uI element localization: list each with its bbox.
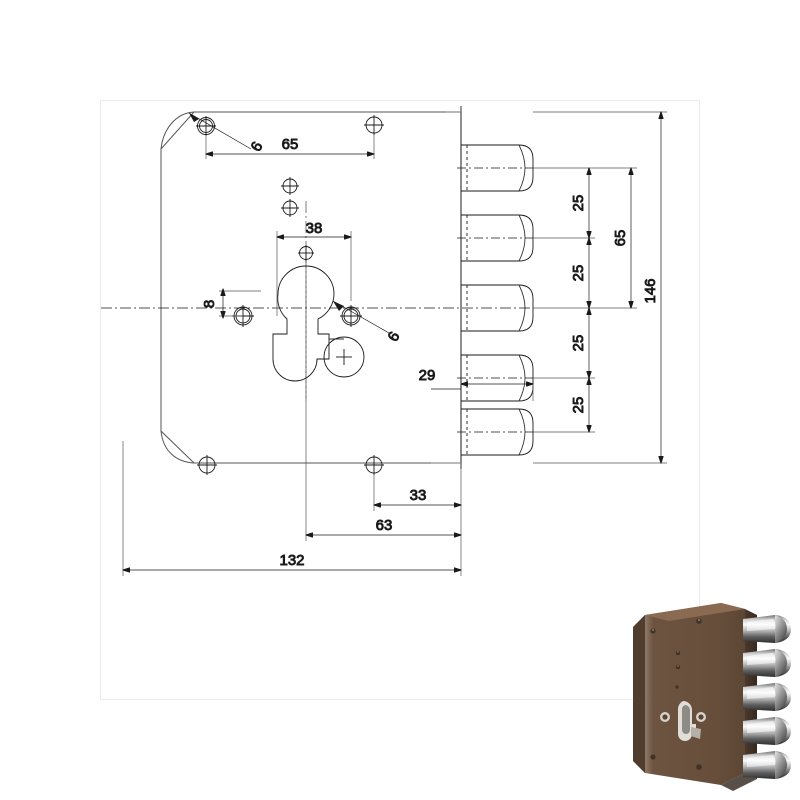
dim-label-8: 8 bbox=[201, 300, 218, 308]
photo-bolt-4 bbox=[743, 717, 791, 745]
bolt-2 bbox=[457, 214, 534, 262]
callout-label-dia6-top: 6 bbox=[248, 139, 267, 155]
photo-keyhole bbox=[660, 701, 706, 741]
photo-bolt-2 bbox=[743, 649, 791, 677]
photo-bolt-3 bbox=[743, 683, 791, 711]
photo-bolt-1 bbox=[743, 615, 791, 643]
hole-top-left bbox=[196, 116, 216, 136]
photo-bolt-5 bbox=[743, 751, 791, 779]
hole-group bbox=[196, 115, 384, 475]
technical-drawing-svg: 65 38 8 29 33 63 132 25 25 25 25 65 146 … bbox=[101, 106, 667, 576]
lock-body-outline bbox=[160, 111, 462, 464]
dim-label-146: 146 bbox=[642, 278, 659, 303]
dim-label-33: 33 bbox=[410, 487, 427, 504]
cam-boss bbox=[323, 336, 365, 378]
hole-upper-mid-1 bbox=[281, 177, 299, 195]
photo-bolt-group bbox=[743, 615, 791, 779]
product-photo-inset bbox=[625, 595, 797, 791]
faceplate-edge bbox=[431, 106, 462, 469]
dim-label-132: 132 bbox=[279, 552, 304, 569]
dim-label-25-a: 25 bbox=[570, 195, 587, 212]
dim-label-29: 29 bbox=[419, 367, 436, 384]
dim-label-25-c: 25 bbox=[570, 335, 587, 352]
hole-bottom-right bbox=[364, 455, 384, 475]
dim-label-25-d: 25 bbox=[570, 397, 587, 414]
hole-cyl-right bbox=[340, 305, 362, 327]
lock-body-photo bbox=[633, 603, 757, 791]
hole-center-above bbox=[298, 245, 314, 261]
bolt-5 bbox=[457, 408, 534, 456]
hole-bottom-left bbox=[197, 455, 217, 475]
hole-top-right bbox=[364, 115, 384, 135]
hole-upper-mid-2 bbox=[281, 199, 299, 217]
dim-label-38: 38 bbox=[306, 220, 323, 237]
dim-label-65-top: 65 bbox=[282, 136, 299, 153]
bolt-group bbox=[101, 144, 534, 456]
product-photo-svg bbox=[633, 603, 791, 791]
bolt-3 bbox=[101, 284, 534, 332]
dimension-labels: 65 38 8 29 33 63 132 25 25 25 25 65 146 … bbox=[201, 136, 660, 570]
bolt-4 bbox=[457, 354, 534, 402]
dimension-lines bbox=[123, 112, 667, 576]
drawing-frame: 65 38 8 29 33 63 132 25 25 25 25 65 146 … bbox=[100, 100, 791, 791]
dim-label-25-b: 25 bbox=[570, 265, 587, 282]
dim-label-63: 63 bbox=[376, 517, 393, 534]
dim-label-65-right: 65 bbox=[612, 230, 629, 247]
callout-label-dia6-mid: 6 bbox=[385, 329, 404, 345]
bolt-1 bbox=[457, 144, 534, 192]
euro-profile-keyhole bbox=[272, 251, 365, 401]
